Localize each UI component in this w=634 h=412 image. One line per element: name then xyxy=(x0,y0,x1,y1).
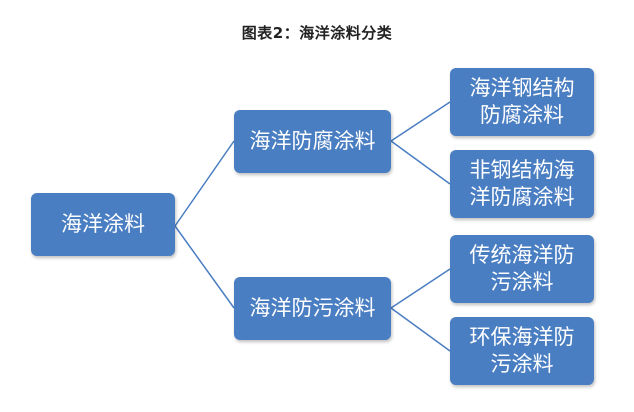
connector-anti-corrosion-to-non-steel xyxy=(390,140,451,185)
node-label: 海洋防污涂料 xyxy=(249,295,376,320)
node-label: 传统海洋防 污涂料 xyxy=(469,242,575,294)
node-marine-anti-corrosion-coatings: 海洋防腐涂料 xyxy=(234,110,391,173)
connector-anti-fouling-to-traditional xyxy=(390,268,451,309)
node-marine-anti-fouling-coatings: 海洋防污涂料 xyxy=(234,277,391,340)
connector-root-to-anti-corrosion xyxy=(174,140,235,227)
node-label: 非钢结构海 洋防腐涂料 xyxy=(469,157,575,209)
connector-root-to-anti-fouling xyxy=(174,225,235,309)
node-marine-steel-anti-corrosion: 海洋钢结构 防腐涂料 xyxy=(450,68,594,136)
node-label: 海洋涂料 xyxy=(61,211,145,236)
node-eco-marine-anti-fouling: 环保海洋防 污涂料 xyxy=(450,317,594,385)
node-label: 海洋钢结构 防腐涂料 xyxy=(469,75,575,127)
connector-anti-fouling-to-eco xyxy=(390,307,451,352)
node-label: 海洋防腐涂料 xyxy=(249,128,376,153)
node-marine-coatings: 海洋涂料 xyxy=(31,193,175,256)
node-non-steel-marine-anti-corrosion: 非钢结构海 洋防腐涂料 xyxy=(450,150,594,218)
diagram-title: 图表2：海洋涂料分类 xyxy=(241,24,393,42)
node-traditional-marine-anti-fouling: 传统海洋防 污涂料 xyxy=(450,235,594,303)
connector-anti-corrosion-to-steel xyxy=(390,101,451,142)
node-label: 环保海洋防 污涂料 xyxy=(469,324,575,376)
